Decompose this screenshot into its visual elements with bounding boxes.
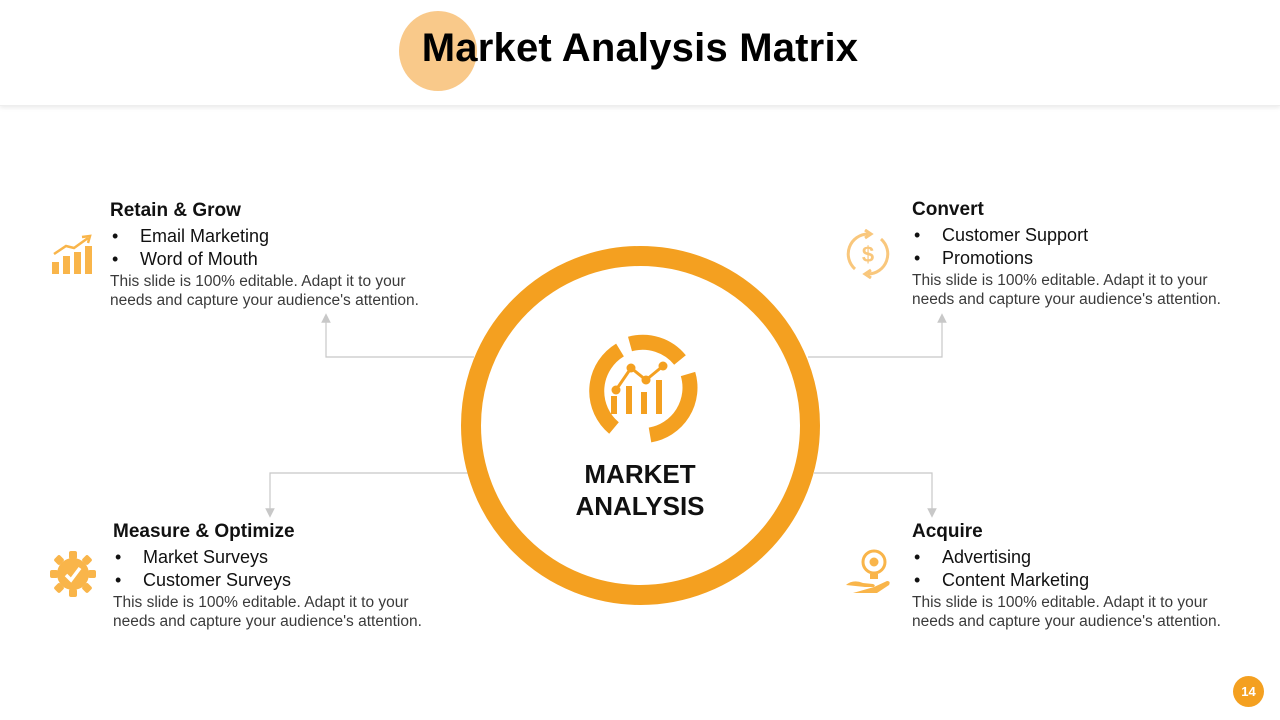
center-label: MARKET ANALYSIS xyxy=(540,458,740,522)
hand-lightbulb-icon xyxy=(846,549,890,593)
growth-chart-icon xyxy=(52,234,92,274)
measure-optimize-block: Measure & Optimize Market Surveys Custom… xyxy=(113,521,453,631)
connector-convert xyxy=(808,313,947,358)
list-item: Email Marketing xyxy=(110,225,450,248)
convert-block: Convert Customer Support Promotions This… xyxy=(912,199,1252,309)
title-accent-circle xyxy=(399,11,477,91)
gear-check-icon xyxy=(50,551,96,597)
analytics-donut-icon xyxy=(589,334,698,443)
list-item: Customer Surveys xyxy=(113,569,453,592)
slide-title-text: Market Analysis Matrix xyxy=(421,26,859,70)
list-item: Word of Mouth xyxy=(110,248,450,271)
connector-measure xyxy=(265,472,468,518)
slide-title: Market Analysis Matrix xyxy=(0,26,1280,71)
convert-heading: Convert xyxy=(912,199,984,220)
dollar-cycle-icon: $ xyxy=(846,229,890,279)
list-item: Customer Support xyxy=(912,224,1252,247)
page-number: 14 xyxy=(1241,684,1256,699)
slide-header: Market Analysis Matrix xyxy=(0,0,1280,106)
acquire-block: Acquire Advertising Content Marketing Th… xyxy=(912,521,1252,631)
page-number-badge: 14 xyxy=(1233,676,1264,707)
center-label-line2: ANALYSIS xyxy=(575,491,705,521)
center-label-line1: MARKET xyxy=(584,459,696,489)
convert-description: This slide is 100% editable. Adapt it to… xyxy=(912,272,1221,308)
list-item: Promotions xyxy=(912,247,1252,270)
measure-optimize-heading: Measure & Optimize xyxy=(113,521,295,542)
retain-grow-block: Retain & Grow Email Marketing Word of Mo… xyxy=(110,200,450,310)
retain-grow-description: This slide is 100% editable. Adapt it to… xyxy=(110,273,419,309)
measure-optimize-list: Market Surveys Customer Surveys xyxy=(113,546,453,592)
list-item: Content Marketing xyxy=(912,569,1252,592)
list-item: Advertising xyxy=(912,546,1252,569)
retain-grow-heading: Retain & Grow xyxy=(110,200,241,221)
acquire-heading: Acquire xyxy=(912,521,983,542)
convert-list: Customer Support Promotions xyxy=(912,224,1252,270)
acquire-description: This slide is 100% editable. Adapt it to… xyxy=(912,594,1221,630)
connector-acquire xyxy=(814,472,937,518)
acquire-list: Advertising Content Marketing xyxy=(912,546,1252,592)
svg-text:$: $ xyxy=(862,242,874,267)
measure-optimize-description: This slide is 100% editable. Adapt it to… xyxy=(113,594,422,630)
connector-retain xyxy=(321,313,474,358)
list-item: Market Surveys xyxy=(113,546,453,569)
retain-grow-list: Email Marketing Word of Mouth xyxy=(110,225,450,271)
